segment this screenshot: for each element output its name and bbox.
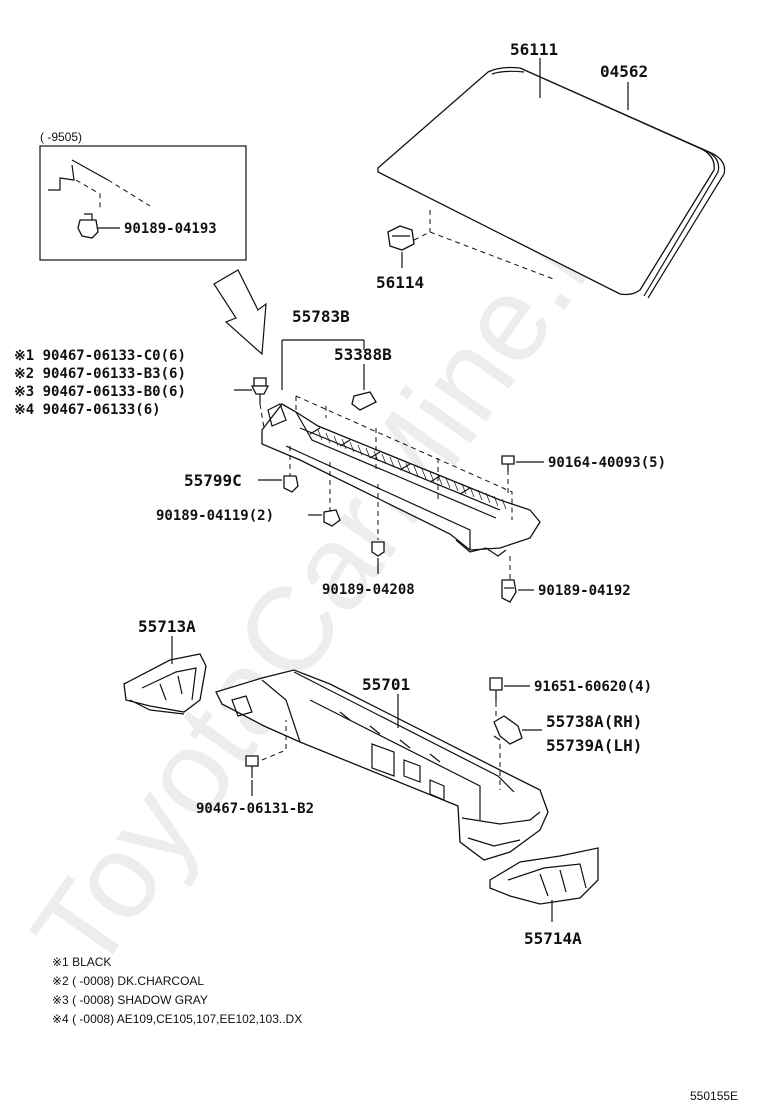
part-56114 <box>387 225 415 251</box>
label-90467-06133-B3: ※2 90467-06133-B3(6) <box>14 366 186 382</box>
dashline-56114b <box>429 231 557 281</box>
note-1: ※1 BLACK <box>52 955 111 969</box>
label-90189-04193: 90189-04193 <box>124 221 217 237</box>
louver-hatch <box>317 429 507 510</box>
part-55713A <box>123 653 207 715</box>
part-55738A-55739A <box>493 715 523 745</box>
note-2: ※2 ( -0008) DK.CHARCOAL <box>52 974 204 988</box>
part-90189-04208 <box>371 541 385 557</box>
part-91651-60620-bolt <box>489 677 503 702</box>
label-55799C: 55799C <box>184 471 242 490</box>
label-90467-06133: ※4 90467-06133(6) <box>14 402 161 418</box>
inset-clip-part <box>77 213 99 239</box>
label-90189-04192: 90189-04192 <box>538 583 631 599</box>
label-90189-04119: 90189-04119(2) <box>156 508 274 524</box>
dashline-56114 <box>413 210 431 241</box>
arrow-icon <box>213 269 267 356</box>
label-90467-06133-B0: ※3 90467-06133-B0(6) <box>14 384 186 400</box>
part-90164-40093 <box>501 455 515 472</box>
dashline-90467-06131 <box>261 720 287 761</box>
part-55701-cowl-panel <box>215 669 549 861</box>
note-4: ※4 ( -0008) AE109,CE105,107,EE102,103..D… <box>52 1012 302 1026</box>
dashline-90467-06133 <box>259 403 265 429</box>
label-55783B: 55783B <box>292 307 350 326</box>
label-55701: 55701 <box>362 675 410 694</box>
label-55739A: 55739A(LH) <box>546 736 642 755</box>
diagram-id: 550155E <box>690 1089 738 1103</box>
label-90189-04208: 90189-04208 <box>322 582 415 598</box>
dashline-louver-top <box>295 395 513 520</box>
label-04562: 04562 <box>600 62 648 81</box>
inset-line-c <box>48 164 75 191</box>
label-53388B: 53388B <box>334 345 392 364</box>
inset-line-a <box>71 159 109 181</box>
part-55714A <box>489 847 599 905</box>
inset-box <box>39 145 247 261</box>
label-55713A: 55713A <box>138 617 196 636</box>
part-90189-04192 <box>501 579 517 603</box>
part-90467-06131-B2 <box>245 755 259 778</box>
label-90164-40093: 90164-40093(5) <box>548 455 666 471</box>
part-90189-04119 <box>323 509 341 527</box>
note-3: ※3 ( -0008) SHADOW GRAY <box>52 993 208 1007</box>
part-53388B <box>351 391 377 411</box>
part-55799C <box>283 475 299 493</box>
label-90467-06133-C0: ※1 90467-06133-C0(6) <box>14 348 186 364</box>
inset-line-b <box>107 179 151 207</box>
label-56114: 56114 <box>376 273 424 292</box>
cowl-louver <box>261 403 541 557</box>
label-55714A: 55714A <box>524 929 582 948</box>
inset-line-d <box>75 179 101 210</box>
windshield-glass <box>377 66 726 299</box>
part-90467-06133-screw <box>250 377 270 404</box>
inset-range-label: ( -9505) <box>40 130 82 144</box>
label-91651-60620: 91651-60620(4) <box>534 679 652 695</box>
label-55738A: 55738A(RH) <box>546 712 642 731</box>
label-90467-06131-B2: 90467-06131-B2 <box>196 801 314 817</box>
label-56111: 56111 <box>510 40 558 59</box>
